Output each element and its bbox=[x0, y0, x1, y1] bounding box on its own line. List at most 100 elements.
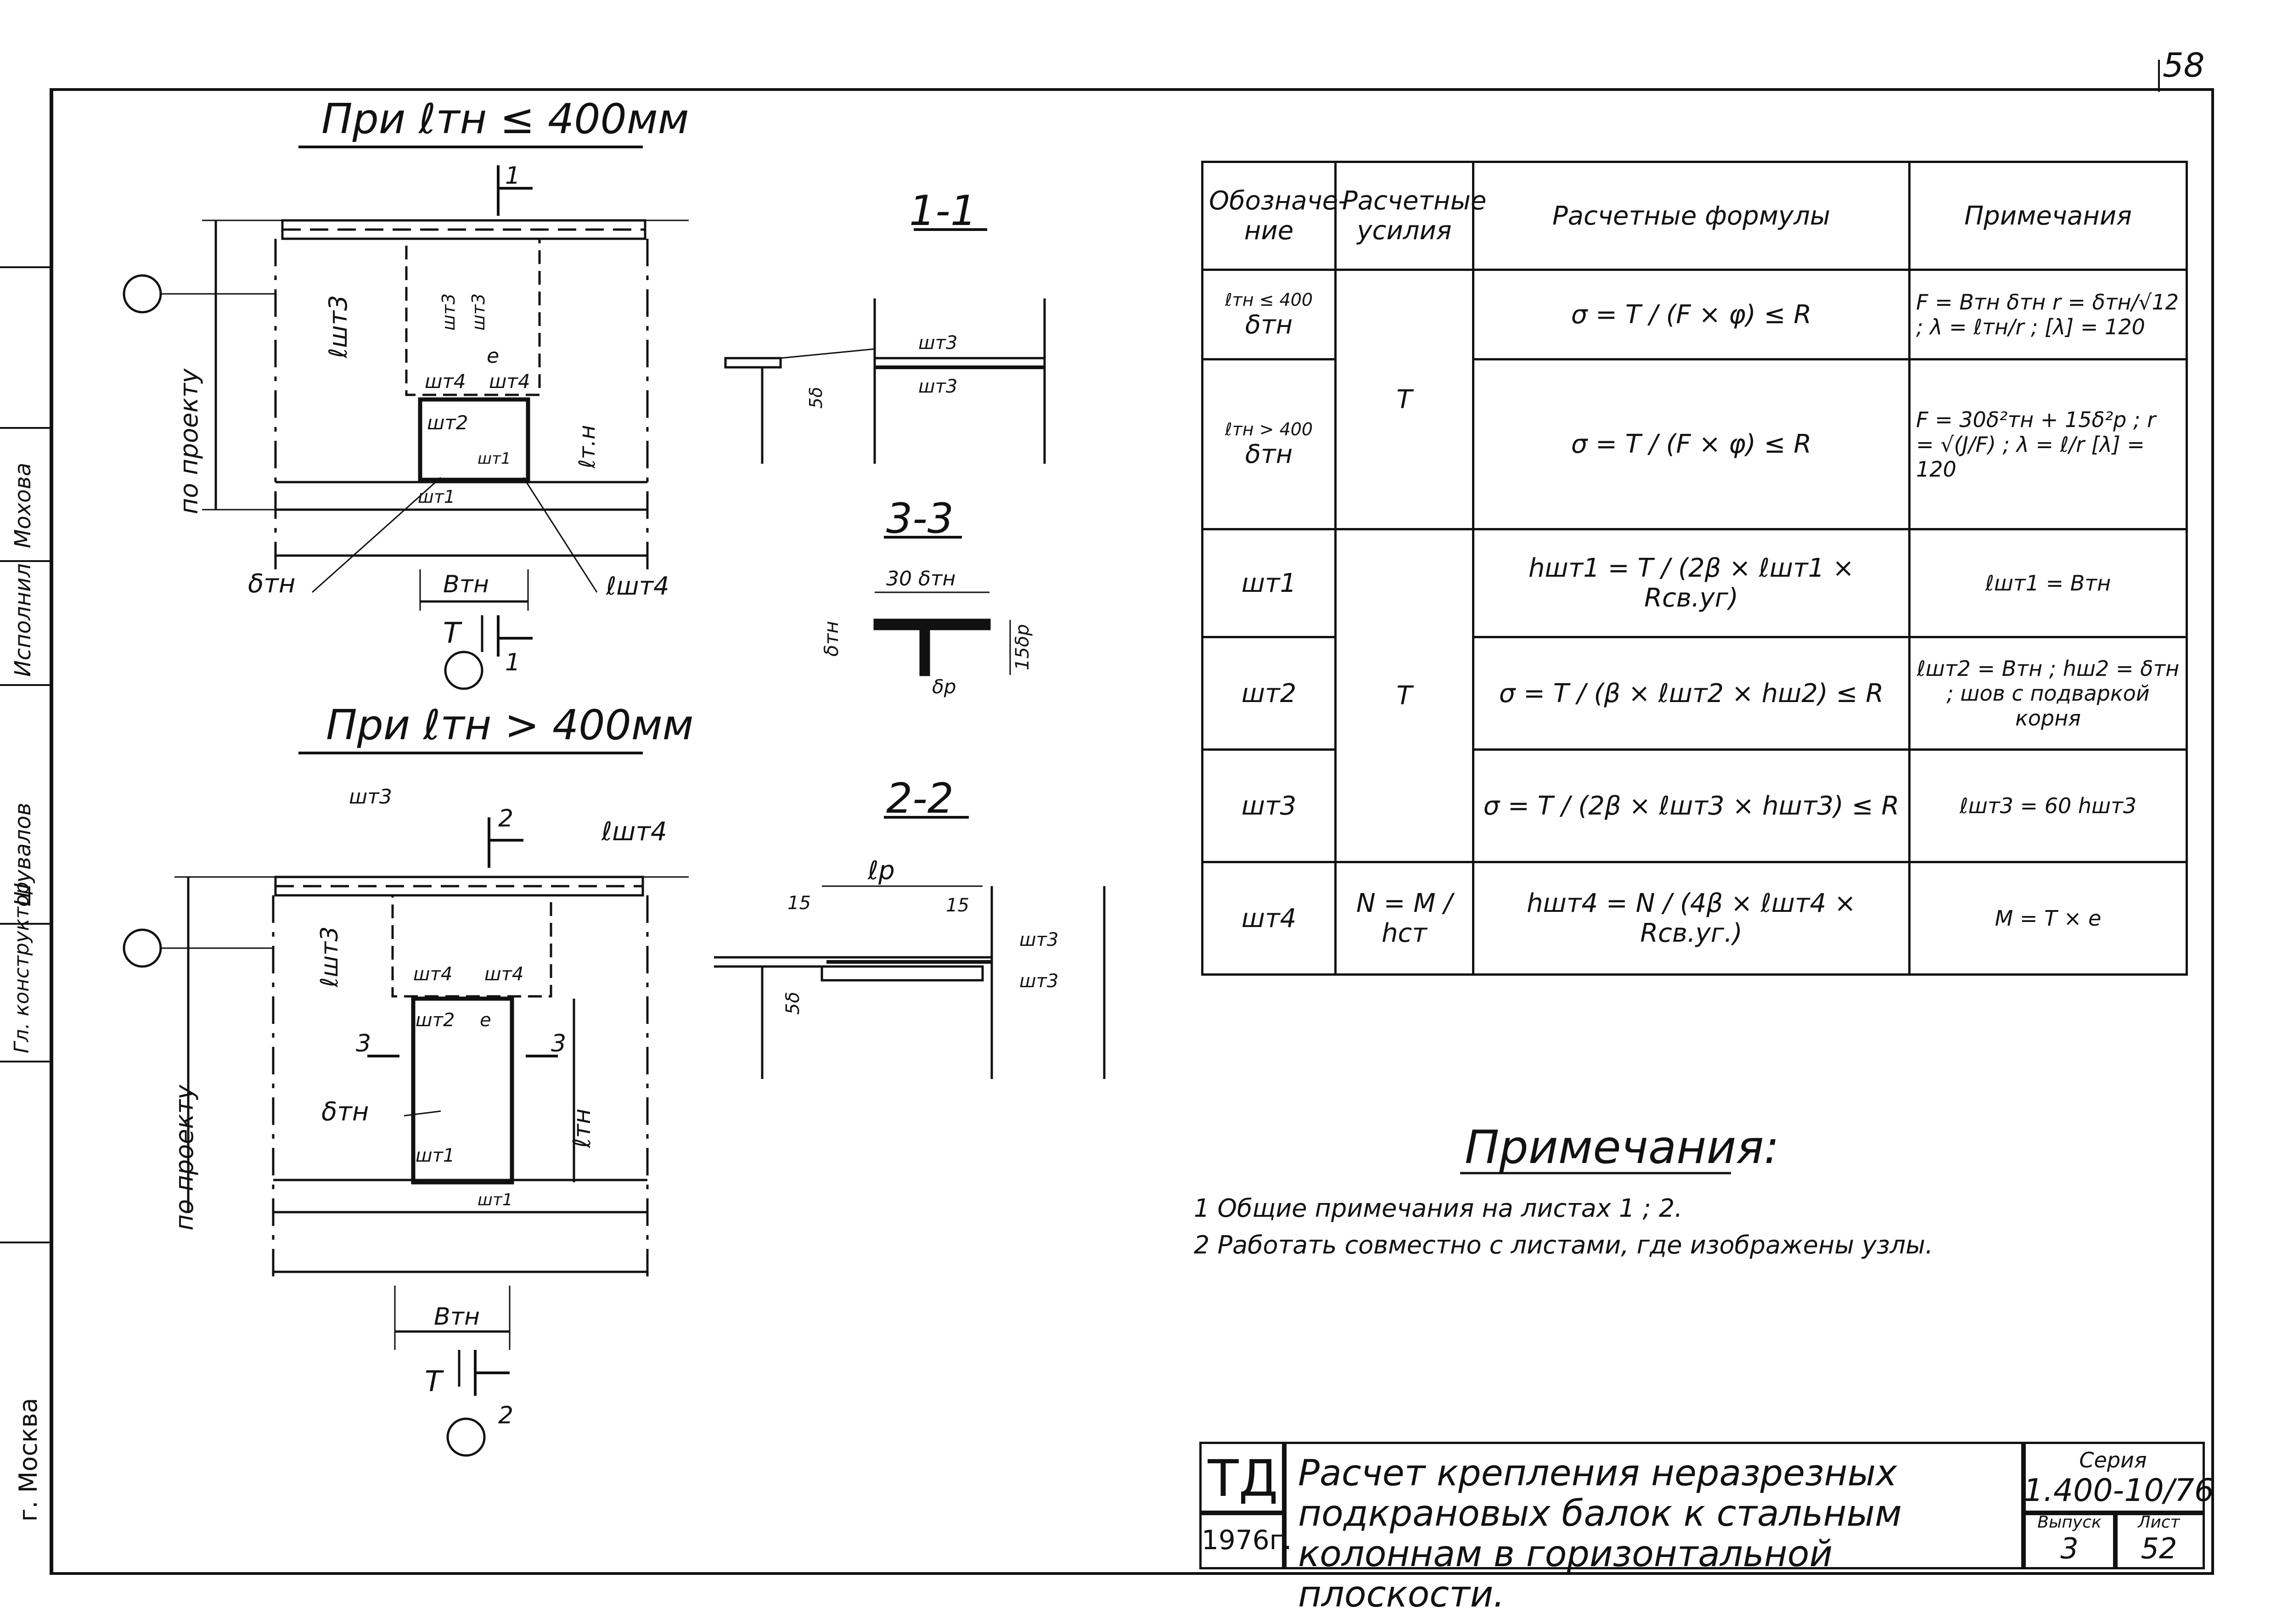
row-formula: σ = T / (β × ℓшт2 × hш2) ≤ R bbox=[1472, 636, 1911, 751]
row-note: F = 30δ²тн + 15δ²р ; r = √(J/F) ; λ = ℓ/… bbox=[1908, 358, 2188, 530]
year-cell: 1976г. bbox=[1199, 1511, 1292, 1569]
upper-wt4a: шт4 bbox=[425, 370, 466, 393]
upper-wt3a: шт3 bbox=[438, 293, 459, 331]
series-label: Серия bbox=[2079, 1448, 2147, 1472]
s33-delta-p: δр bbox=[932, 675, 956, 698]
org-code: ТД bbox=[1208, 1449, 1278, 1508]
s22-15a: 15 bbox=[787, 893, 811, 914]
lower-force: T bbox=[425, 1365, 444, 1398]
issue-label: Выпуск bbox=[2037, 1513, 2102, 1532]
row-note: ℓшт2 = Втн ; hш2 = δтн ; шов с подваркой… bbox=[1908, 636, 2188, 751]
upper-mark-bottom: 1 bbox=[505, 649, 520, 676]
lower-bottom-bubble bbox=[446, 1417, 486, 1457]
upper-delta-leader bbox=[312, 477, 441, 593]
upper-wt3b: шт3 bbox=[468, 293, 489, 331]
upper-vertical-label: по проекту bbox=[174, 368, 203, 514]
section-2-2-title: 2-2 bbox=[886, 775, 954, 823]
lower-column-bubble bbox=[123, 928, 162, 968]
row-symbol-text: δтн bbox=[1245, 439, 1293, 469]
stamp-role-cell: Исполнил bbox=[0, 560, 50, 686]
row-symbol-text: δтн bbox=[1245, 309, 1293, 340]
upper-plate bbox=[418, 397, 530, 482]
lower-ltn: ℓтн bbox=[568, 1108, 596, 1148]
s33-thick: δтн bbox=[820, 621, 843, 657]
org-code-cell: ТД bbox=[1199, 1442, 1287, 1515]
notes-title: Примечания: bbox=[1465, 1120, 1780, 1174]
lower-wt4a: шт4 bbox=[413, 964, 452, 985]
stamp-column: Мохова Исполнил Шувалов Гл. конструктор … bbox=[0, 266, 51, 1522]
upper-lwt4-leader bbox=[523, 477, 598, 593]
s22-15b: 15 bbox=[946, 895, 969, 916]
upper-wt1a: шт1 bbox=[478, 450, 511, 468]
lower-vertical-label: по проекту bbox=[170, 1085, 199, 1231]
upper-stiffener-box bbox=[405, 237, 541, 396]
sheet-label: Лист bbox=[2138, 1513, 2180, 1532]
s11-wt3a: шт3 bbox=[918, 332, 957, 354]
lower-stiffener-box bbox=[391, 894, 552, 998]
page-number: 58 bbox=[2163, 46, 2205, 84]
row-formula: hшт4 = N / (4β × ℓшт4 × Rсв.уг.) bbox=[1472, 861, 1911, 976]
drawing-frame bbox=[50, 88, 2214, 1575]
table-row: ℓтн > 400 δтн σ = T / (F × φ) ≤ R F = 30… bbox=[1201, 358, 2188, 530]
lower-cut3-right: 3 bbox=[551, 1030, 566, 1057]
row-note: M = T × e bbox=[1908, 861, 2188, 976]
s22-lp: ℓр bbox=[867, 856, 895, 886]
year: 1976г. bbox=[1202, 1524, 1292, 1556]
row-formula: σ = T / (2β × ℓшт3 × hшт3) ≤ R bbox=[1472, 748, 1911, 863]
lower-btn: Втн bbox=[434, 1303, 480, 1331]
lower-wt2: шт2 bbox=[416, 1010, 455, 1031]
s11-delta: 5δ bbox=[806, 387, 826, 409]
s33-width: 30 δтн bbox=[886, 567, 956, 590]
series-value: 1.400-10/76 bbox=[2023, 1472, 2215, 1509]
upper-delta-tn: δтн bbox=[248, 569, 296, 599]
row-cond: ℓтн ≤ 400 bbox=[1225, 289, 1313, 310]
header-formulas: Расчетные формулы bbox=[1472, 161, 1911, 271]
row-symbol: шт4 bbox=[1201, 861, 1337, 976]
sheet-cell: Лист 52 bbox=[2113, 1511, 2205, 1569]
stamp-city-cell: г. Москва bbox=[0, 1061, 50, 1522]
upper-bottom-bubble bbox=[444, 651, 483, 690]
header-designation: Обозначе-ние bbox=[1201, 161, 1347, 271]
stamp-role-cell-3: Гл. конструктор bbox=[0, 882, 50, 1062]
page-number-tick bbox=[2158, 60, 2160, 92]
upper-wt4b: шт4 bbox=[489, 370, 530, 393]
lower-e: e bbox=[480, 1010, 491, 1031]
row-force: N = M / hст bbox=[1334, 861, 1474, 976]
label-lower: При ℓтн > 400мм bbox=[326, 701, 694, 749]
lower-wt3: шт3 bbox=[349, 785, 392, 809]
row-note: ℓшт3 = 60 hшт3 bbox=[1908, 748, 2188, 863]
row-symbol: шт3 bbox=[1201, 748, 1337, 863]
lower-wt1a: шт1 bbox=[416, 1145, 455, 1166]
row-symbol: шт2 bbox=[1201, 636, 1337, 751]
drawing-title: Расчет крепления неразрезных подкрановых… bbox=[1298, 1453, 1902, 1615]
row-symbol: шт1 bbox=[1201, 528, 1337, 638]
lower-lwt3: ℓшт3 bbox=[316, 927, 343, 988]
row-note: F = Втн δтн r = δтн/√12 ; λ = ℓтн/r ; [λ… bbox=[1908, 269, 2188, 360]
table-row: шт4 N = M / hст hшт4 = N / (4β × ℓшт4 × … bbox=[1201, 861, 2188, 976]
stamp-signature-cell bbox=[0, 266, 50, 429]
upper-wt1b: шт1 bbox=[418, 487, 455, 507]
row-force: T bbox=[1334, 528, 1474, 863]
s11-plate bbox=[724, 357, 782, 369]
upper-lwt4: ℓшт4 bbox=[606, 572, 669, 601]
s33-web bbox=[919, 628, 930, 676]
issue-cell: Выпуск 3 bbox=[2021, 1511, 2118, 1569]
table-row: шт2 σ = T / (β × ℓшт2 × hш2) ≤ R ℓшт2 = … bbox=[1201, 636, 2188, 751]
sheet-value: 52 bbox=[2141, 1532, 2177, 1565]
lower-wt4b: шт4 bbox=[484, 964, 523, 985]
issue-value: 3 bbox=[2060, 1532, 2079, 1565]
row-force: T bbox=[1334, 269, 1474, 530]
row-formula: σ = T / (F × φ) ≤ R bbox=[1472, 358, 1911, 530]
upper-column-bubble bbox=[123, 274, 162, 314]
s22-wt3b: шт3 bbox=[1019, 971, 1058, 992]
header-notes: Примечания bbox=[1908, 161, 2188, 271]
row-symbol: ℓтн ≤ 400 δтн bbox=[1201, 269, 1337, 360]
header-forces: Расчетные усилия bbox=[1334, 161, 1486, 271]
lower-mark-bottom: 2 bbox=[498, 1402, 513, 1429]
title-block: ТД 1976г. Расчет крепления неразрезных п… bbox=[1199, 1442, 2215, 1615]
lower-mark-top: 2 bbox=[498, 805, 513, 832]
table-header-row: Обозначе-ние Расчетные усилия Расчетные … bbox=[1201, 161, 2188, 271]
lower-delta-leader bbox=[404, 1110, 441, 1117]
table-row: шт1 T hшт1 = T / (2β × ℓшт1 × Rсв.уг) ℓш… bbox=[1201, 528, 2188, 863]
section-1-1-title: 1-1 bbox=[909, 187, 977, 235]
